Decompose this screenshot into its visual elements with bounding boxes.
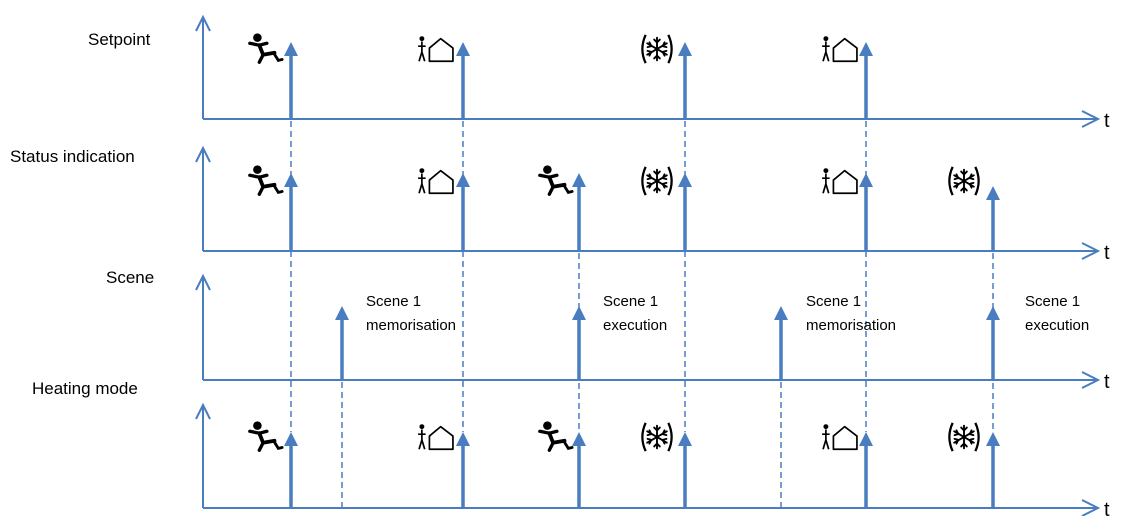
person-house-comfort-icon [821, 423, 858, 451]
scene-note: execution [1025, 317, 1089, 334]
man-falling-setback-icon [247, 31, 284, 65]
time-axis-label: t [1104, 242, 1110, 264]
snowflake-frost-protection-icon [641, 165, 673, 197]
snowflake-frost-protection-icon [641, 33, 673, 65]
pulse-arrow [456, 42, 470, 119]
row-label-setpoint: Setpoint [88, 30, 151, 49]
pulse-arrow [859, 42, 873, 119]
pulse-arrow [774, 306, 788, 380]
time-axis-label: t [1104, 110, 1110, 132]
person-house-comfort-icon [417, 423, 454, 451]
axis-status-indication [195, 145, 1101, 260]
time-axis-label: t [1104, 371, 1110, 393]
pulse-arrow [572, 432, 586, 508]
scene-note: execution [603, 317, 667, 334]
pulse-arrow [678, 173, 692, 251]
pulse-arrow [678, 42, 692, 119]
row-label-status-indication: Status indication [10, 147, 135, 166]
pulse-arrow [986, 186, 1000, 251]
pulse-arrow [678, 432, 692, 508]
pulse-arrow [859, 432, 873, 508]
pulse-arrow [284, 173, 298, 251]
pulse-arrow [986, 306, 1000, 380]
man-falling-setback-icon [537, 419, 574, 453]
man-falling-setback-icon [247, 163, 284, 197]
status-indication-pulses [247, 163, 1000, 251]
snowflake-frost-protection-icon [948, 165, 980, 197]
axis-heating-mode [195, 402, 1101, 516]
pulse-arrow [335, 306, 349, 380]
axis-setpoint [195, 14, 1101, 128]
pulse-arrow [284, 42, 298, 119]
pulse-arrow [456, 173, 470, 251]
man-falling-setback-icon [537, 163, 574, 197]
snowflake-frost-protection-icon [948, 421, 980, 453]
pulse-arrow [859, 173, 873, 251]
setpoint-pulses [247, 31, 873, 119]
scene-note: memorisation [366, 317, 456, 334]
row-label-scene: Scene [106, 268, 154, 287]
person-house-comfort-icon [821, 35, 858, 63]
person-house-comfort-icon [417, 35, 454, 63]
row-label-heating-mode: Heating mode [32, 379, 138, 398]
scene-note: Scene 1 [603, 293, 658, 310]
heating-mode-pulses [247, 419, 1000, 508]
pulse-arrow [986, 432, 1000, 508]
scene-note: Scene 1 [806, 293, 861, 310]
person-house-comfort-icon [821, 167, 858, 195]
scene-pulses: Scene 1 memorisation Scene 1 execution S… [335, 293, 1089, 380]
axis-scene [195, 273, 1101, 389]
pulse-arrow [572, 306, 586, 380]
pulse-arrow [284, 432, 298, 508]
time-axis-label: t [1104, 499, 1110, 516]
person-house-comfort-icon [417, 167, 454, 195]
snowflake-frost-protection-icon [641, 421, 673, 453]
pulse-arrow [572, 173, 586, 251]
scene-note: Scene 1 [366, 293, 421, 310]
pulse-arrow [456, 432, 470, 508]
scene-note: Scene 1 [1025, 293, 1080, 310]
man-falling-setback-icon [247, 419, 284, 453]
event-dashed-lines [290, 121, 994, 508]
scene-note: memorisation [806, 317, 896, 334]
